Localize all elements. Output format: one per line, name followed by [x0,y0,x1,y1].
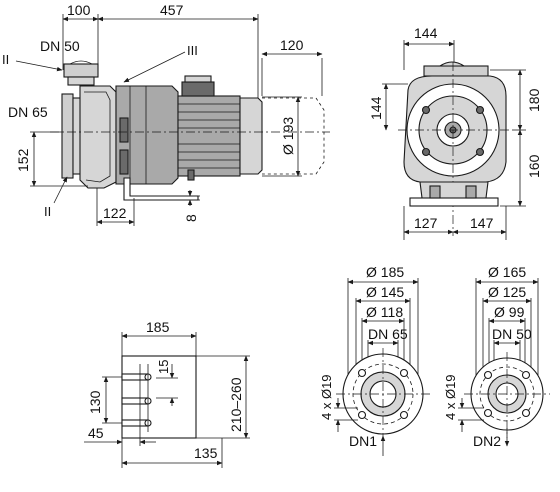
dim-100: 100 [67,2,91,18]
dim-127: 127 [414,215,438,231]
dim-152: 152 [15,148,31,172]
dim-193: Ø 193 [280,117,296,155]
dn2-d-face: Ø 99 [494,304,525,320]
dn1-caption: DN1 [349,433,377,449]
dim-144-side: 144 [368,96,384,120]
dim-135: 135 [194,445,218,461]
dim-185: 185 [146,319,170,335]
dim-8: 8 [183,214,199,222]
dim-45: 45 [88,425,104,441]
dim-120: 120 [280,37,304,53]
dim-144-top: 144 [414,25,438,41]
front-view: 144 144 180 160 [368,25,542,240]
roman-2-bottom: II [44,204,51,219]
dim-147: 147 [470,215,494,231]
side-view: 100 457 120 [2,2,330,226]
foot-detail-view: 185 15 130 210–260 45 [84,319,250,468]
dim-160: 160 [526,154,542,178]
label-dn50: DN 50 [40,38,80,54]
dim-457: 457 [160,2,184,18]
flange-dn1: Ø 185 Ø 145 Ø 118 DN 65 4 x Ø19 DN1 [319,264,430,456]
roman-2-top: II [2,52,9,67]
label-dn65: DN 65 [8,104,48,120]
dn2-nominal: DN 50 [492,326,532,342]
dn2-d-outer: Ø 165 [488,264,526,280]
dim-122: 122 [103,205,127,221]
dim-210-260: 210–260 [228,377,244,432]
dn1-d-outer: Ø 185 [366,264,404,280]
dn2-caption: DN2 [473,433,501,449]
dim-180: 180 [526,88,542,112]
dn1-holes: 4 x Ø19 [319,374,334,420]
dim-15: 15 [156,360,171,374]
dn2-d-bolt: Ø 125 [488,284,526,300]
dn1-d-face: Ø 118 [366,304,403,320]
motor-fins [178,103,240,169]
dim-130: 130 [87,390,103,414]
dn2-holes: 4 x Ø19 [443,374,458,420]
flange-dn2: Ø 165 Ø 125 Ø 99 DN 50 4 x Ø19 DN2 [443,264,550,449]
dn1-nominal: DN 65 [368,326,408,342]
roman-3: III [187,43,198,58]
dn1-d-bolt: Ø 145 [366,284,404,300]
